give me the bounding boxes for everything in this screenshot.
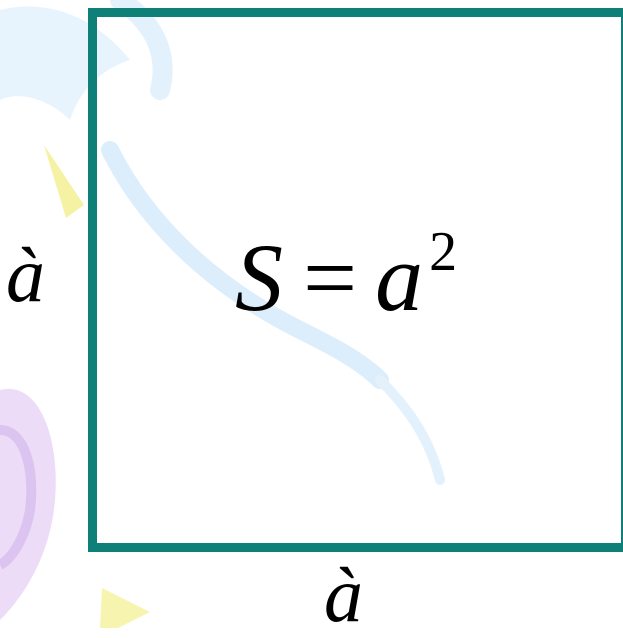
side-label-left: à (6, 231, 45, 318)
blue-swirl-shape (101, 141, 389, 389)
square-shape (88, 8, 623, 552)
blue-swirl-shape (0, 6, 130, 121)
formula-lhs: S (235, 224, 283, 331)
formula-equals: = (303, 224, 358, 331)
blue-swirl-shape (110, 0, 173, 100)
formula-base: a (375, 224, 424, 331)
yellow-triangle-shape (100, 588, 150, 628)
purple-spiral-shape (0, 425, 37, 570)
blue-swirl-shape (375, 375, 445, 485)
yellow-triangle-shape (44, 145, 84, 218)
formula-exponent: 2 (429, 221, 458, 283)
side-label-bottom: à (324, 551, 363, 638)
